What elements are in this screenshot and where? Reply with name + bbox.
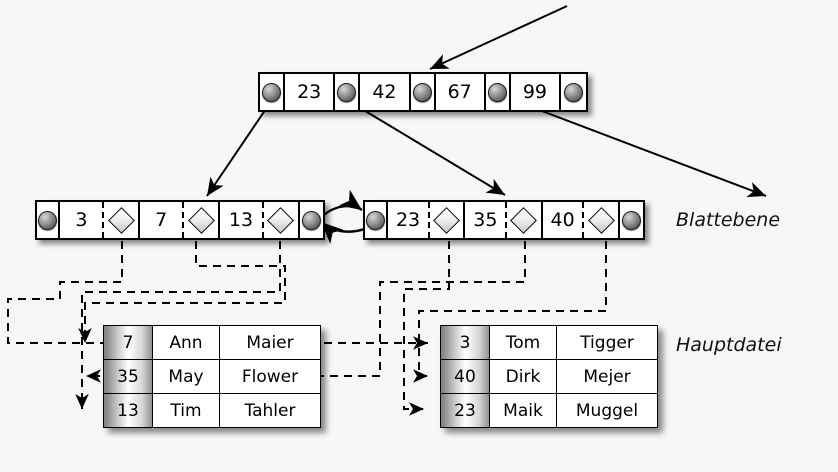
record-pointer-icon: [107, 206, 135, 234]
leaf-node-left[interactable]: 3 7 13: [35, 200, 325, 240]
record-first-name: May: [152, 359, 220, 394]
root-pointer-4[interactable]: [561, 74, 587, 110]
leaf-right-key-2: 40: [542, 202, 585, 238]
leaf-left-key-1: 7: [140, 202, 185, 238]
arrow-root-p3-to-subtree: [512, 99, 767, 198]
sphere-pointer-icon: [262, 82, 282, 102]
leaf-left-record-pointer-1[interactable]: [184, 202, 221, 238]
root-pointer-2[interactable]: [410, 74, 436, 110]
record-key: 7: [103, 325, 153, 360]
root-node[interactable]: 23 42 67 99: [258, 72, 588, 112]
record-last-name: Tigger: [556, 325, 658, 360]
sphere-pointer-icon: [487, 82, 507, 102]
record-key: 3: [440, 325, 490, 360]
record-pointer-icon: [187, 206, 215, 234]
record-last-name: Muggel: [556, 393, 658, 428]
leaf-left-prev-pointer[interactable]: [37, 202, 61, 238]
caption-main-file: Hauptdatei: [676, 334, 782, 356]
record-first-name: Tom: [489, 325, 557, 360]
root-key-3: 99: [510, 74, 561, 110]
leaf-left-record-pointer-2[interactable]: [263, 202, 300, 238]
arrow-right-leaf-to-left-leaf: [319, 189, 363, 220]
sphere-pointer-icon: [622, 210, 641, 230]
table-row[interactable]: 40 Dirk Mejer: [440, 359, 658, 394]
record-pointer-icon: [587, 206, 615, 234]
record-key: 35: [103, 359, 153, 394]
record-first-name: Maik: [489, 393, 557, 428]
record-first-name: Tim: [152, 393, 220, 428]
leaf-right-record-pointer-0[interactable]: [429, 202, 466, 238]
data-table-right[interactable]: 3 Tom Tigger 40 Dirk Mejer 23 Maik Mugge…: [440, 325, 658, 428]
record-last-name: Mejer: [556, 359, 658, 394]
leaf-right-prev-pointer[interactable]: [365, 202, 389, 238]
table-row[interactable]: 23 Maik Muggel: [440, 393, 658, 428]
sphere-pointer-icon: [337, 82, 357, 102]
record-last-name: Flower: [219, 359, 321, 394]
record-last-name: Tahler: [219, 393, 321, 428]
leaf-right-record-pointer-1[interactable]: [507, 202, 543, 238]
record-key: 23: [440, 393, 490, 428]
root-key-1: 42: [360, 74, 411, 110]
root-pointer-0[interactable]: [260, 74, 286, 110]
leaf-right-next-pointer[interactable]: [620, 202, 643, 238]
record-pointer-icon: [267, 206, 295, 234]
record-pointer-icon: [510, 206, 538, 234]
root-key-0: 23: [285, 74, 336, 110]
record-key: 40: [440, 359, 490, 394]
leaf-left-key-2: 13: [220, 202, 264, 238]
leaf-left-record-pointer-0[interactable]: [104, 202, 141, 238]
data-table-left[interactable]: 7 Ann Maier 35 May Flower 13 Tim Tahler: [103, 325, 321, 428]
leaf-right-key-1: 35: [465, 202, 508, 238]
record-last-name: Maier: [219, 325, 321, 360]
arrow-root-p2-to-right-leaf: [346, 99, 506, 196]
sphere-pointer-icon: [564, 82, 584, 102]
table-row[interactable]: 35 May Flower: [103, 359, 321, 394]
root-pointer-3[interactable]: [485, 74, 511, 110]
table-row[interactable]: 3 Tom Tigger: [440, 325, 658, 360]
leaf-right-key-0: 23: [388, 202, 430, 238]
table-row[interactable]: 13 Tim Tahler: [103, 393, 321, 428]
leaf-right-record-pointer-2[interactable]: [584, 202, 621, 238]
leaf-node-right[interactable]: 23 35 40: [363, 200, 645, 240]
record-pointer-icon: [433, 206, 461, 234]
sphere-pointer-icon: [38, 210, 58, 230]
sphere-pointer-icon: [412, 82, 432, 102]
arrow-root-p1-to-left-leaf: [206, 99, 273, 197]
sphere-pointer-icon: [366, 210, 386, 230]
root-key-2: 67: [435, 74, 486, 110]
arrow-parent-to-root: [429, 5, 568, 70]
table-row[interactable]: 7 Ann Maier: [103, 325, 321, 360]
leaf-left-next-pointer[interactable]: [299, 202, 324, 238]
record-first-name: Ann: [152, 325, 220, 360]
record-key: 13: [103, 393, 153, 428]
leaf-left-key-0: 3: [60, 202, 105, 238]
record-first-name: Dirk: [489, 359, 557, 394]
sphere-pointer-icon: [301, 210, 321, 230]
root-pointer-1[interactable]: [335, 74, 361, 110]
caption-leaf-level: Blattebene: [676, 209, 781, 231]
